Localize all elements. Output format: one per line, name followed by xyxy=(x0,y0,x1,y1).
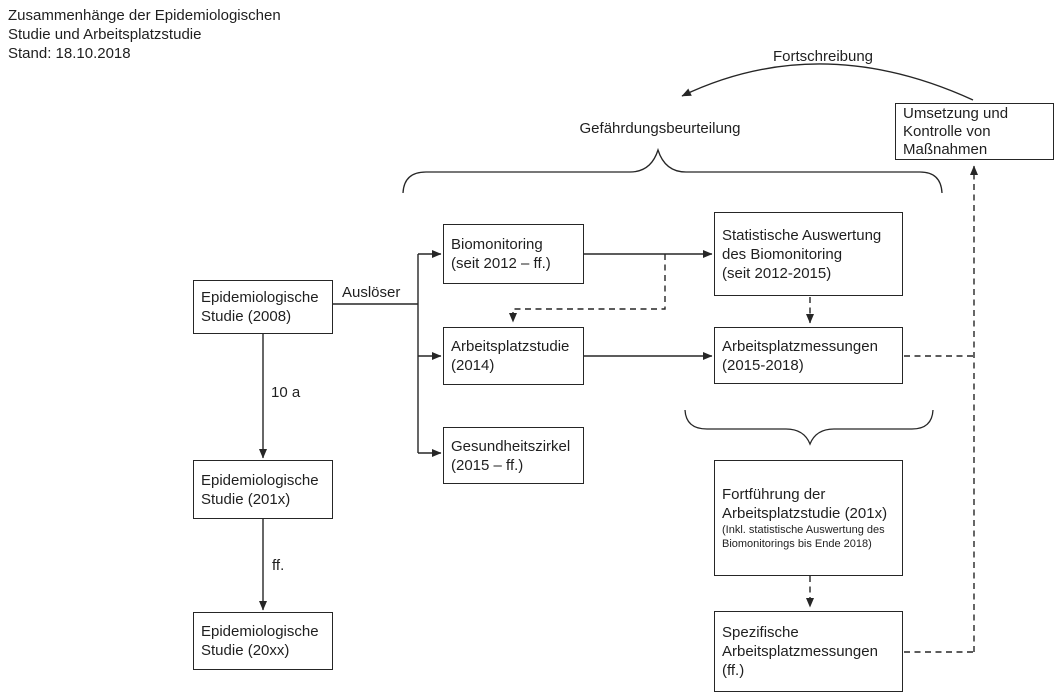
label-ausloeser: Auslöser xyxy=(342,284,401,301)
node-statistische-auswertung: Statistische Auswertung des Biomonitorin… xyxy=(714,212,903,296)
node-gesundheitszirkel-label: Gesundheitszirkel (2015 – ff.) xyxy=(451,437,571,474)
node-arbeitsplatzmessungen-label: Arbeitsplatzmessungen (2015-2018) xyxy=(722,337,878,374)
node-arbeitsplatzstudie: Arbeitsplatzstudie (2014) xyxy=(443,327,584,385)
node-fortfuehrung-arbeitsplatzstudie-label: Fortführung der Arbeitsplatzstudie (201x… xyxy=(722,486,888,522)
node-umsetzung-kontrolle: Umsetzung und Kontrolle von Maßnahmen xyxy=(895,103,1054,160)
label-fortschreibung: Fortschreibung xyxy=(772,48,874,65)
label-gefaehrdungsbeurteilung: Gefährdungsbeurteilung xyxy=(579,120,741,137)
node-biomonitoring: Biomonitoring (seit 2012 – ff.) xyxy=(443,224,584,284)
node-arbeitsplatzmessungen: Arbeitsplatzmessungen (2015-2018) xyxy=(714,327,903,384)
node-epidemiologische-studie-201x-label: Epidemiologische Studie (201x) xyxy=(201,471,319,508)
diagram-title: Zusammenhänge der Epidemiologischen Stud… xyxy=(8,7,281,62)
node-biomonitoring-label: Biomonitoring (seit 2012 – ff.) xyxy=(451,236,551,272)
node-fortfuehrung-arbeitsplatzstudie: Fortführung der Arbeitsplatzstudie (201x… xyxy=(714,460,903,576)
node-epidemiologische-studie-2008: Epidemiologische Studie (2008) xyxy=(193,280,333,334)
edge-dashed-biomonitoring-arbeitsplatzstudie xyxy=(509,254,666,323)
node-spezifische-arbeitsplatzmessungen: Spezifische Arbeitsplatzmessungen (ff.) xyxy=(714,611,903,692)
node-spezifische-arbeitsplatzmessungen-label: Spezifische Arbeitsplatzmessungen (ff.) xyxy=(722,624,878,679)
node-epidemiologische-studie-2008-label: Epidemiologische Studie (2008) xyxy=(201,289,319,325)
node-epidemiologische-studie-20xx: Epidemiologische Studie (20xx) xyxy=(193,612,333,670)
brace-gefaehrdungsbeurteilung xyxy=(402,147,943,194)
node-arbeitsplatzstudie-label: Arbeitsplatzstudie (2014) xyxy=(451,338,570,374)
node-umsetzung-kontrolle-label: Umsetzung und Kontrolle von Maßnahmen xyxy=(903,104,1009,158)
node-epidemiologische-studie-201x: Epidemiologische Studie (201x) xyxy=(193,460,333,519)
edge-fortschreibung-arc xyxy=(681,63,974,101)
node-gesundheitszirkel: Gesundheitszirkel (2015 – ff.) xyxy=(443,427,584,484)
node-statistische-auswertung-label: Statistische Auswertung des Biomonitorin… xyxy=(722,226,882,282)
node-epidemiologische-studie-20xx-label: Epidemiologische Studie (20xx) xyxy=(201,623,319,659)
label-interval-ff: ff. xyxy=(272,557,285,574)
brace-messungen-fortfuehrung xyxy=(684,409,934,446)
label-interval-10a: 10 a xyxy=(271,384,301,401)
node-fortfuehrung-arbeitsplatzstudie-sublabel: (Inkl. statistische Auswertung des Biomo… xyxy=(722,524,885,550)
